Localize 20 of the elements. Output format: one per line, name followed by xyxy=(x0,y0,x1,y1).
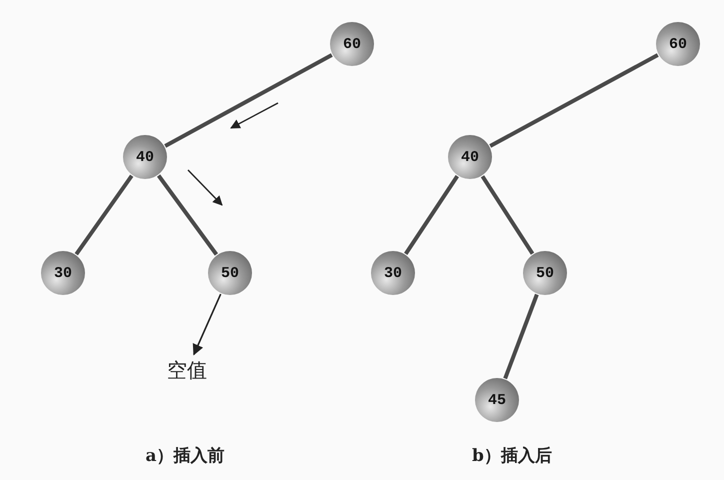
tree-node: 50 xyxy=(523,251,567,295)
tree-edge xyxy=(503,294,539,380)
tree-node: 30 xyxy=(41,251,85,295)
tree-node: 40 xyxy=(448,135,492,179)
null-label: 空值 xyxy=(167,356,207,384)
tree-edge xyxy=(489,53,659,148)
tree-node: 60 xyxy=(330,22,374,66)
subfigure-caption: a）插入前 xyxy=(146,444,225,466)
tree-edge xyxy=(404,175,459,255)
tree-node: 60 xyxy=(656,22,700,66)
tree-edge xyxy=(480,175,534,255)
tree-edge xyxy=(156,174,218,256)
tree-node: 45 xyxy=(475,378,519,422)
tree-node: 40 xyxy=(123,135,167,179)
arrow xyxy=(192,294,222,356)
subfigure-caption: b）插入后 xyxy=(472,444,552,466)
tree-edge xyxy=(74,174,134,256)
tree-node: 30 xyxy=(371,251,415,295)
tree-edge xyxy=(164,53,333,148)
tree-node: 50 xyxy=(208,251,252,295)
